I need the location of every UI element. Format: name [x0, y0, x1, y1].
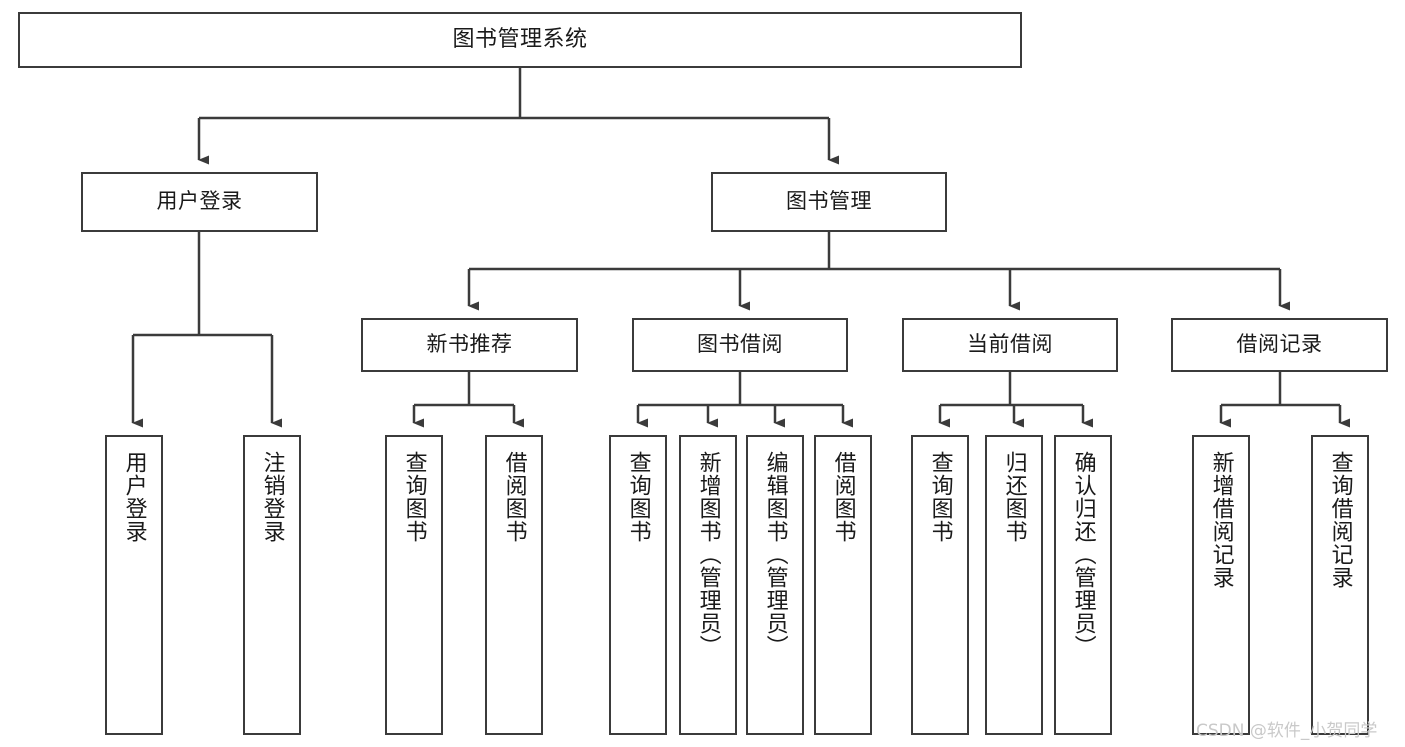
node-leaf-edit-book[interactable]: 编辑图书（管理员） — [746, 435, 804, 735]
node-book-borrow[interactable]: 图书借阅 — [632, 318, 848, 372]
node-leaf-return-book-label: 归还图书 — [1001, 451, 1027, 543]
node-leaf-borrow-book-2-label: 借阅图书 — [830, 451, 856, 543]
csdn-watermark: CSDN @软件_小贺同学 — [1196, 721, 1378, 741]
node-book-manage[interactable]: 图书管理 — [711, 172, 947, 232]
node-leaf-borrow-book-1[interactable]: 借阅图书 — [485, 435, 543, 735]
node-new-book-rec[interactable]: 新书推荐 — [361, 318, 578, 372]
node-leaf-add-record-label: 新增借阅记录 — [1208, 451, 1234, 589]
node-leaf-query-record[interactable]: 查询借阅记录 — [1311, 435, 1369, 735]
node-new-book-rec-label: 新书推荐 — [426, 332, 513, 357]
node-leaf-confirm-return[interactable]: 确认归还（管理员） — [1054, 435, 1112, 735]
node-user-login-label: 用户登录 — [156, 189, 243, 214]
node-leaf-add-book[interactable]: 新增图书（管理员） — [679, 435, 737, 735]
node-leaf-query-record-label: 查询借阅记录 — [1327, 451, 1353, 589]
node-leaf-add-record[interactable]: 新增借阅记录 — [1192, 435, 1250, 735]
node-leaf-borrow-book-1-label: 借阅图书 — [501, 451, 527, 543]
node-leaf-query-book-3[interactable]: 查询图书 — [911, 435, 969, 735]
node-leaf-query-book-3-label: 查询图书 — [927, 451, 953, 543]
node-leaf-return-book[interactable]: 归还图书 — [985, 435, 1043, 735]
node-leaf-edit-book-label: 编辑图书（管理员） — [762, 451, 788, 658]
node-current-borrow-label: 当前借阅 — [967, 332, 1053, 357]
node-book-manage-label: 图书管理 — [786, 189, 872, 214]
node-leaf-add-book-label: 新增图书（管理员） — [695, 451, 721, 658]
node-user-login[interactable]: 用户登录 — [81, 172, 318, 232]
node-leaf-query-book-2[interactable]: 查询图书 — [609, 435, 667, 735]
node-book-borrow-label: 图书借阅 — [697, 332, 783, 357]
node-leaf-query-book-1-label: 查询图书 — [401, 451, 427, 543]
node-leaf-query-book-1[interactable]: 查询图书 — [385, 435, 443, 735]
node-root[interactable]: 图书管理系统 — [18, 12, 1022, 68]
node-leaf-confirm-return-label: 确认归还（管理员） — [1070, 451, 1096, 658]
node-borrow-record[interactable]: 借阅记录 — [1171, 318, 1388, 372]
node-leaf-borrow-book-2[interactable]: 借阅图书 — [814, 435, 872, 735]
node-borrow-record-label: 借阅记录 — [1236, 332, 1323, 357]
node-root-label: 图书管理系统 — [452, 26, 588, 52]
node-current-borrow[interactable]: 当前借阅 — [902, 318, 1118, 372]
node-leaf-logout-label: 注销登录 — [259, 451, 285, 543]
node-leaf-query-book-2-label: 查询图书 — [625, 451, 651, 543]
node-leaf-logout[interactable]: 注销登录 — [243, 435, 301, 735]
node-leaf-user-login-label: 用户登录 — [121, 451, 147, 543]
node-leaf-user-login[interactable]: 用户登录 — [105, 435, 163, 735]
